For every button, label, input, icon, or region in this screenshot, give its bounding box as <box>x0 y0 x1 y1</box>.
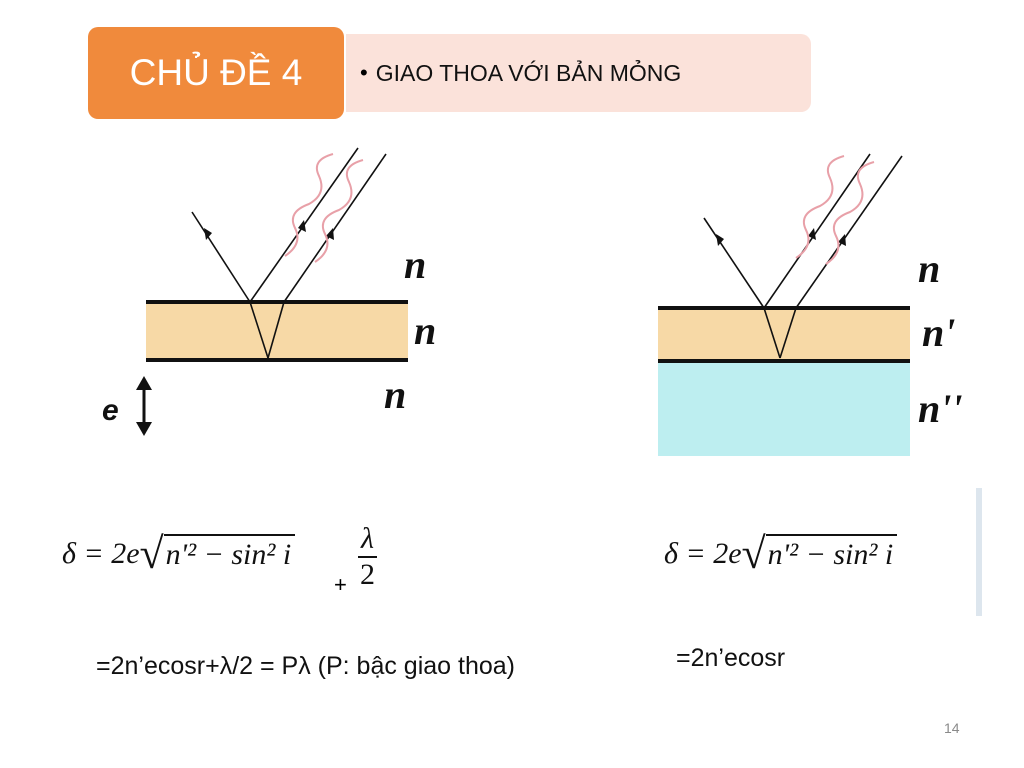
formula-left-radicand: n'² − sin² i <box>163 534 296 574</box>
page-number: 14 <box>944 720 960 736</box>
label-n-prime: n' <box>414 308 440 353</box>
label-n-prime: n' <box>922 310 955 355</box>
subtitle: GIAO THOA VỚI BẢN MỎNG <box>375 59 682 86</box>
bullet: • <box>360 60 368 85</box>
formula-left-lhs: δ = 2e <box>62 537 140 570</box>
film-layer <box>658 308 910 360</box>
formula-right-lhs: δ = 2e <box>664 537 742 570</box>
label-n-top: n <box>404 242 426 287</box>
fraction-denominator: 2 <box>360 558 375 591</box>
formula-left: δ = 2e √ n'² − sin² i <box>62 529 296 578</box>
topic-label-box: CHỦ ĐỀ 4 <box>88 27 344 119</box>
radical-sign: √ <box>741 529 766 578</box>
incident-arrow <box>204 228 212 240</box>
formula-right-radicand: n'² − sin² i <box>765 534 898 574</box>
refracted-ray <box>249 301 269 359</box>
reflected-ray-2 <box>795 155 903 309</box>
thickness-arrow-down <box>136 422 152 436</box>
reflected-arrow-1 <box>808 228 816 240</box>
wave-2 <box>314 159 364 263</box>
wave-2 <box>825 161 875 265</box>
subtitle-box: • GIAO THOA VỚI BẢN MỎNG <box>346 34 811 112</box>
text-right-explanation: =2n’ecosr <box>676 644 786 672</box>
text-left-explanation: =2n’ecosr+λ/2 = Pλ (P: bậc giao thoa) <box>96 652 515 680</box>
formula-left-fraction: λ 2 <box>350 522 377 592</box>
fraction-numerator: λ <box>358 522 377 558</box>
refracted-ray <box>763 307 781 359</box>
radical-sign: √ <box>139 529 164 578</box>
right-thin-film-diagram: n n' n'' <box>658 153 962 456</box>
fraction: λ 2 <box>358 522 377 592</box>
formula-left-sqrt: √ n'² − sin² i <box>139 529 296 578</box>
reflected-arrow-2 <box>838 234 846 246</box>
reflected-arrow-2 <box>326 228 334 240</box>
internal-reflected-ray <box>267 301 285 359</box>
image-edge-fragment <box>976 488 982 616</box>
reflected-ray-2 <box>283 153 387 303</box>
label-thickness-e: e <box>102 394 119 427</box>
reflected-arrow-1 <box>298 220 306 232</box>
thickness-arrow-up <box>136 376 152 390</box>
formula-right-sqrt: √ n'² − sin² i <box>741 529 898 578</box>
incident-ray <box>191 211 251 303</box>
topic-label: CHỦ ĐỀ 4 <box>129 52 303 93</box>
formula-left-plus: + <box>334 572 347 597</box>
incident-ray <box>703 217 765 309</box>
label-n-double-prime: n'' <box>918 386 962 431</box>
film-layer <box>146 303 408 359</box>
left-thin-film-diagram: n n' n e <box>102 147 440 436</box>
label-n-top: n <box>918 246 940 291</box>
formula-right: δ = 2e √ n'² − sin² i <box>664 529 898 578</box>
internal-reflected-ray <box>779 307 797 359</box>
wave-1 <box>795 155 845 259</box>
reflected-ray-1 <box>763 153 871 309</box>
substrate-layer <box>658 362 910 456</box>
label-n-bottom: n <box>384 372 406 417</box>
incident-arrow <box>716 234 724 246</box>
wave-1 <box>284 153 334 257</box>
